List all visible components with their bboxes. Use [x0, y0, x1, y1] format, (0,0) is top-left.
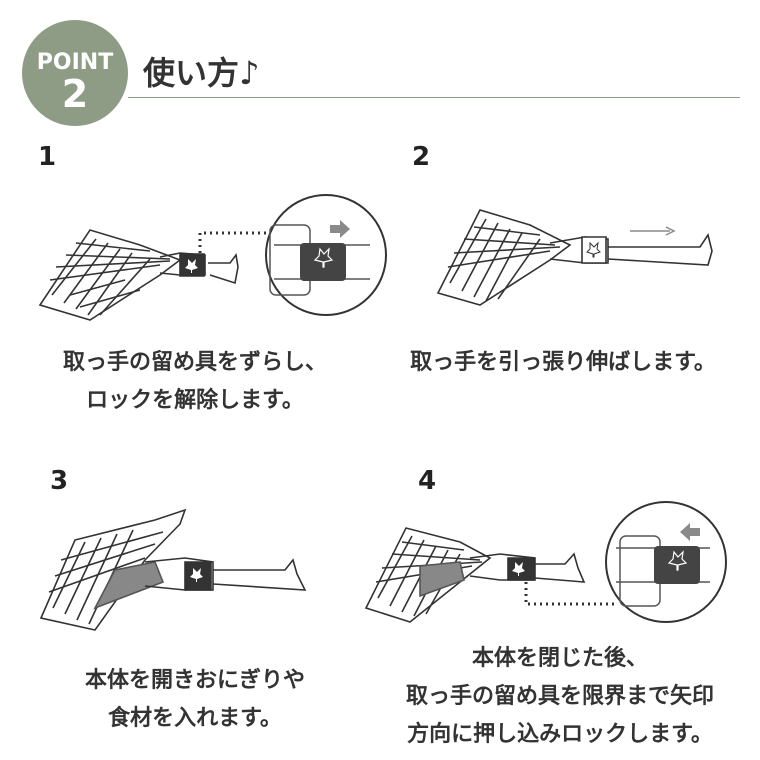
step-1-number: 1 — [38, 142, 57, 172]
maple-leaf-icon — [587, 243, 600, 257]
step-2-caption: 取っ手を引っ張り伸ばします。 — [388, 344, 738, 382]
handle-extended — [145, 558, 305, 590]
grill-basket-closed — [40, 230, 180, 320]
grill-basket-closed — [366, 528, 490, 622]
step-2-number: 2 — [412, 142, 431, 172]
caption-line: 取っ手を引っ張り伸ばします。 — [410, 350, 716, 375]
arrow-left-icon — [680, 523, 700, 541]
header-divider — [128, 97, 740, 98]
maple-leaf-icon — [190, 568, 203, 582]
step-1-caption: 取っ手の留め具をずらし、 ロックを解除します。 — [40, 344, 350, 420]
grill-basket-closed — [438, 210, 570, 305]
caption-line: 取っ手の留め具をずらし、 — [62, 350, 327, 375]
grill-basket-open — [41, 510, 185, 630]
arrow-right-icon — [330, 220, 350, 238]
dotted-leader-line — [200, 233, 270, 253]
handle-locked — [470, 554, 584, 582]
arrow-right-icon — [630, 227, 674, 235]
step-3-caption: 本体を開きおにぎりや 食材を入れます。 — [40, 662, 350, 738]
caption-line: 方向に押し込みロックします。 — [407, 722, 713, 747]
caption-line: 本体を閉じた後、 — [471, 646, 648, 671]
step-2-illustration — [430, 195, 730, 315]
caption-line: 取っ手の留め具を限界まで矢印 — [405, 684, 714, 709]
point-badge: POINT 2 — [22, 20, 128, 126]
maple-leaf-icon — [185, 259, 198, 273]
badge-label: POINT — [36, 50, 114, 75]
zoom-detail-lock — [606, 502, 726, 622]
step-1-illustration — [30, 195, 390, 335]
dotted-leader-line — [526, 582, 616, 604]
step-3-number: 3 — [50, 466, 69, 496]
caption-line: ロックを解除します。 — [86, 388, 304, 413]
step-3-illustration — [35, 500, 335, 640]
page-title: 使い方♪ — [143, 54, 260, 92]
caption-line: 食材を入れます。 — [108, 706, 282, 731]
step-4-illustration — [360, 500, 730, 630]
zoom-detail-unlock — [266, 195, 386, 315]
handle-extended — [550, 235, 712, 265]
step-4-number: 4 — [418, 466, 437, 496]
maple-leaf-icon — [512, 562, 525, 576]
step-4-caption: 本体を閉じた後、 取っ手の留め具を限界まで矢印 方向に押し込みロックします。 — [380, 640, 740, 754]
badge-number: 2 — [61, 72, 89, 116]
caption-line: 本体を開きおにぎりや — [84, 668, 305, 693]
